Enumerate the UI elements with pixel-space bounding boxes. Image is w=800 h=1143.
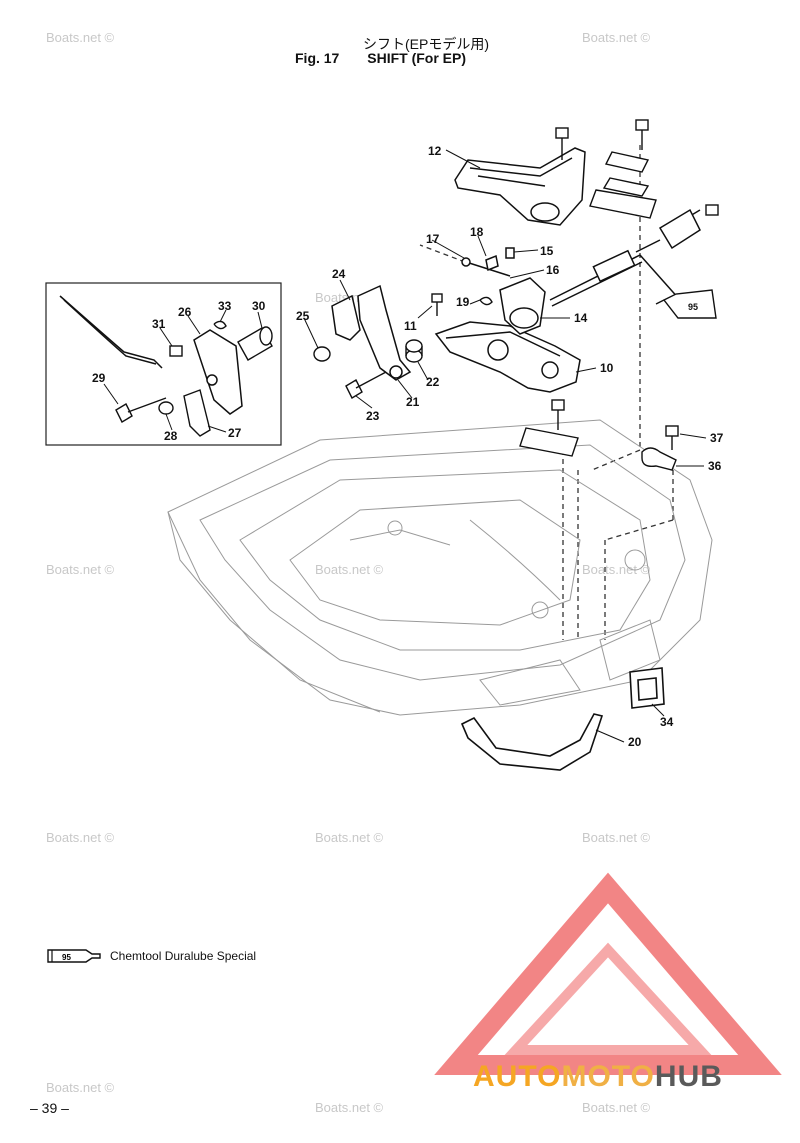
callout-20: 20 (628, 735, 642, 749)
callout-29: 29 (92, 371, 106, 385)
callout-16: 16 (546, 263, 560, 277)
callout-15: 15 (540, 244, 554, 258)
callout-24: 24 (332, 267, 346, 281)
part-23-bolt (345, 371, 387, 399)
inset-part-28-cap (158, 401, 174, 415)
page-number: – 39 – (30, 1100, 69, 1116)
watermark: Boats.net © (315, 562, 384, 577)
callout-12: 12 (428, 144, 442, 158)
part-34-grommet (629, 667, 665, 709)
watermark: Boats.net © (582, 830, 651, 845)
watermark: Boats.net © (315, 830, 384, 845)
callout-25: 25 (296, 309, 310, 323)
callout-22: 22 (426, 375, 440, 389)
callout-10: 10 (600, 361, 614, 375)
title-japanese: シフト(EPモデル用) (363, 36, 489, 52)
callout-21: 21 (406, 395, 420, 409)
watermark: Boats.net © (582, 562, 651, 577)
callout-27: 27 (228, 426, 242, 440)
inset-part-26-lever (193, 329, 243, 415)
part-12-cover (454, 147, 586, 226)
part-36-clamp (641, 447, 677, 471)
callout-17: 17 (426, 232, 440, 246)
watermark: Boats.net © (46, 30, 115, 45)
figure-title: SHIFT (For EP) (367, 50, 467, 66)
callout-36: 36 (708, 459, 722, 473)
grease-tube-icon: 95 (47, 949, 101, 963)
legend: 95 Chemtool Duralube Special (46, 948, 256, 964)
shift-rod (549, 208, 701, 307)
part-21-shift-arm (331, 284, 412, 381)
part-16-link (461, 247, 515, 277)
callout-23: 23 (366, 409, 380, 423)
callout-26: 26 (178, 305, 192, 319)
callout-33: 33 (218, 299, 232, 313)
callout-labels: 12 17 18 15 16 24 11 19 14 10 30 33 26 3… (92, 144, 724, 749)
watermark: Boats.net © (582, 30, 651, 45)
brand-wordmark: AUTOMOTOHUB (473, 1060, 723, 1094)
callout-18: 18 (470, 225, 484, 239)
inset-part-30-collar (237, 326, 273, 361)
inset-part-27-link (183, 389, 211, 437)
watermark: Boats.net © (46, 1080, 115, 1095)
callout-34: 34 (660, 715, 674, 729)
callout-14: 14 (574, 311, 588, 325)
part-14-lever (499, 277, 546, 335)
bottom-cowling (167, 419, 713, 716)
legend-text: Chemtool Duralube Special (110, 949, 257, 963)
bolt-icon (551, 119, 719, 450)
title-english: Fig. 17 SHIFT (For EP) (295, 50, 466, 66)
inset-part-33-clip (213, 320, 227, 330)
legend-badge: 95 (62, 953, 71, 962)
watermark: Boats.net © (46, 562, 115, 577)
leader-lines (103, 149, 707, 743)
callout-19: 19 (456, 295, 470, 309)
callout-95: 95 (688, 302, 698, 312)
inset-part-29-bolt (115, 397, 167, 423)
brand-part-moto: MOTO (561, 1060, 655, 1093)
brand-part-auto: AUTO (473, 1060, 562, 1093)
watermark: Boats.net © (582, 1100, 651, 1115)
watermark: Boats.net © (46, 830, 115, 845)
callout-11: 11 (404, 319, 417, 333)
grease-tube-icon (655, 289, 717, 319)
figure-number: Fig. 17 (295, 50, 340, 66)
callout-28: 28 (164, 429, 178, 443)
part-20-handle (460, 713, 604, 771)
inset-shift-rod (59, 295, 163, 369)
part-22-collar (405, 339, 423, 363)
part-19-clip (479, 296, 493, 306)
part-11-bolt (431, 293, 443, 316)
brand-logo-icon (434, 872, 782, 1075)
plate (519, 151, 657, 457)
part-25-cap (313, 346, 331, 362)
watermark: Boats.net © (315, 1100, 384, 1115)
part-10-shift-bracket (434, 321, 581, 393)
inset-part-31-fitting (169, 345, 183, 357)
detail-inset-box (45, 282, 282, 446)
callout-37: 37 (710, 431, 724, 445)
brand-part-hub: HUB (654, 1060, 723, 1093)
callout-31: 31 (152, 317, 166, 331)
callout-30: 30 (252, 299, 266, 313)
